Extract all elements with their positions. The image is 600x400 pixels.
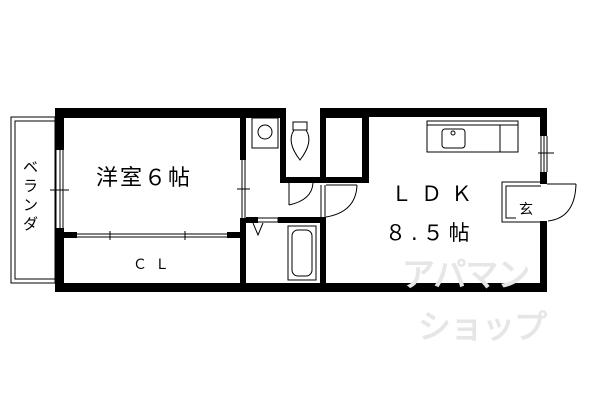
watermark-line2: ショップ — [418, 307, 547, 346]
western-room-label: 洋室６帖 — [96, 166, 193, 191]
walls — [55, 108, 547, 292]
sliding-door-wash — [237, 160, 250, 218]
closet-sliding-door — [77, 231, 227, 240]
toilet — [290, 121, 310, 161]
bathtub — [287, 225, 317, 281]
ldk-size-label: ８.５帖 — [385, 221, 475, 245]
closet-label: ＣＬ — [133, 257, 177, 273]
kitchen-counter — [426, 120, 519, 153]
veranda — [10, 116, 56, 284]
entrance-label: 玄 — [519, 202, 533, 218]
window-right — [538, 136, 554, 172]
entrance — [501, 181, 577, 223]
ldk-door — [320, 184, 358, 218]
window-left — [50, 150, 69, 228]
washbasin-marker — [251, 217, 279, 237]
washing-machine — [251, 117, 279, 149]
veranda-label: ベランダ — [23, 158, 39, 233]
toilet-door — [288, 178, 314, 206]
ldk-label: ＬＤＫ — [391, 182, 481, 206]
watermark-line1: アパマン — [402, 255, 530, 294]
